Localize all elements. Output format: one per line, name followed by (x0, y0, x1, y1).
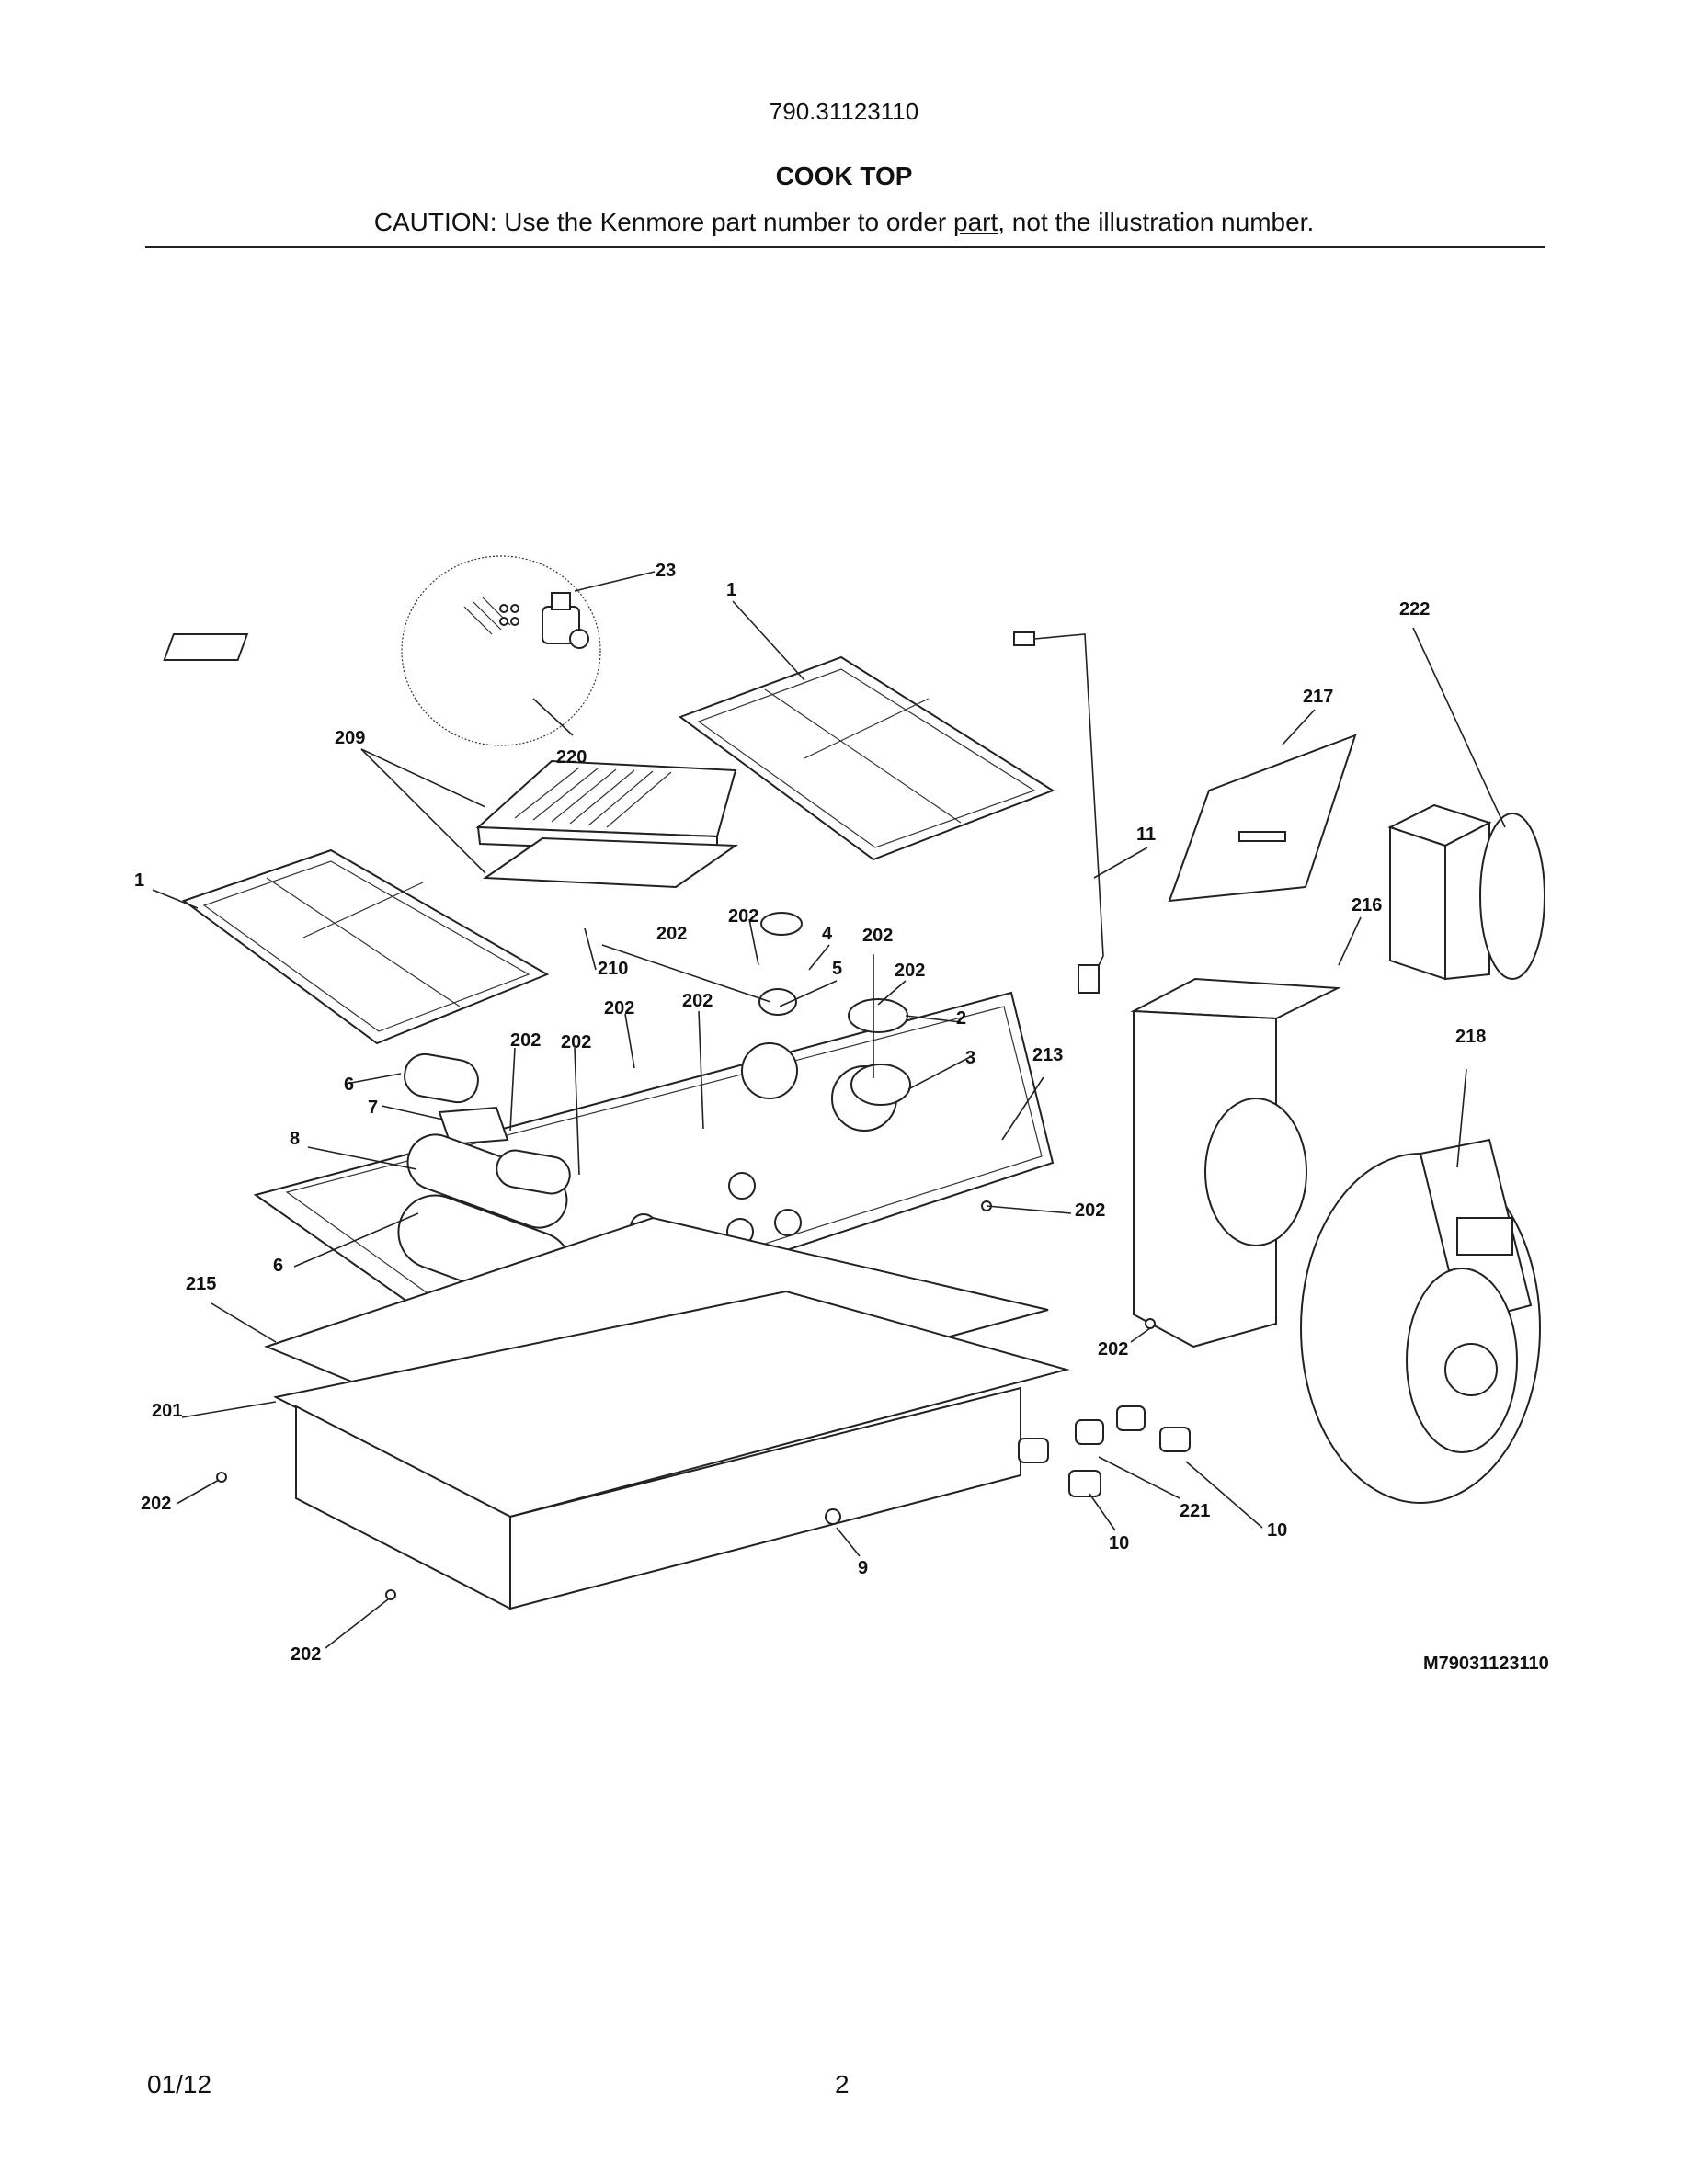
caution-underlined-word: part (953, 208, 998, 236)
section-title: COOK TOP (775, 162, 913, 190)
callout-220: 220 (556, 747, 587, 768)
callout-202-j: 202 (1098, 1339, 1128, 1359)
callout-7: 7 (368, 1098, 378, 1118)
filter-drawing (1168, 734, 1357, 903)
callout-213: 213 (1032, 1045, 1063, 1065)
callout-202-a: 202 (728, 906, 758, 927)
regulator-kit-drawing (163, 555, 601, 746)
callout-201: 201 (152, 1401, 182, 1421)
header-rule (145, 246, 1545, 248)
callout-1-left: 1 (134, 870, 144, 891)
callout-202-i: 202 (1075, 1200, 1105, 1221)
callout-1-top: 1 (726, 580, 736, 600)
callout-202-e: 202 (682, 991, 713, 1011)
callout-202-b: 202 (656, 924, 687, 944)
callout-10-left: 10 (1109, 1533, 1129, 1553)
callout-202-c: 202 (862, 926, 893, 946)
callout-202-f: 202 (604, 998, 634, 1018)
callout-11: 11 (1136, 825, 1156, 845)
callout-221: 221 (1180, 1501, 1210, 1521)
diagram-code: M79031123110 (1423, 1654, 1549, 1674)
blower-housing-drawing (1130, 977, 1341, 1348)
callout-202-k: 202 (141, 1494, 171, 1514)
cooktop-box-drawing (264, 1216, 1070, 1610)
page-number: 2 (835, 2070, 850, 2099)
burner-caps-drawing (758, 912, 911, 1106)
duct-transition-drawing (1387, 803, 1545, 981)
callout-209: 209 (335, 728, 365, 748)
callout-6-bottom: 6 (273, 1256, 283, 1276)
callout-6-top: 6 (344, 1075, 354, 1095)
callout-202-h: 202 (561, 1032, 591, 1052)
callout-222: 222 (1399, 599, 1430, 620)
blower-drawing (1300, 1138, 1541, 1504)
callout-2: 2 (956, 1008, 966, 1029)
callout-202-g: 202 (510, 1030, 541, 1051)
knobs-drawing (1018, 1405, 1191, 1497)
callout-218: 218 (1455, 1027, 1486, 1047)
callout-23: 23 (656, 561, 676, 581)
screws-drawing (216, 1200, 1156, 1600)
callout-3: 3 (965, 1048, 975, 1068)
caution-suffix: , not the illustration number. (998, 208, 1315, 236)
wire-harness-drawing (1013, 631, 1104, 994)
callout-9: 9 (858, 1558, 868, 1578)
callout-202-d: 202 (895, 961, 925, 981)
callout-215: 215 (186, 1274, 216, 1294)
callout-210: 210 (598, 959, 628, 979)
grate-right-drawing (678, 655, 1055, 861)
grate-left-drawing (181, 848, 550, 1045)
footer-date: 01/12 (147, 2070, 212, 2099)
griddle-drawing (475, 759, 739, 889)
callout-5: 5 (832, 959, 842, 979)
callout-217: 217 (1303, 687, 1333, 707)
callout-202-l: 202 (291, 1644, 321, 1665)
burner-left-set-drawing (404, 1052, 571, 1229)
callout-4: 4 (822, 924, 833, 944)
leader-lines (152, 571, 1506, 1649)
model-number: 790.31123110 (769, 97, 919, 125)
caution-note: CAUTION: Use the Kenmore part number to … (0, 208, 1688, 237)
callout-216: 216 (1352, 895, 1382, 916)
caution-prefix: CAUTION: Use the Kenmore part number to … (373, 208, 953, 236)
callout-8: 8 (290, 1129, 300, 1149)
callout-10-right: 10 (1267, 1520, 1287, 1541)
